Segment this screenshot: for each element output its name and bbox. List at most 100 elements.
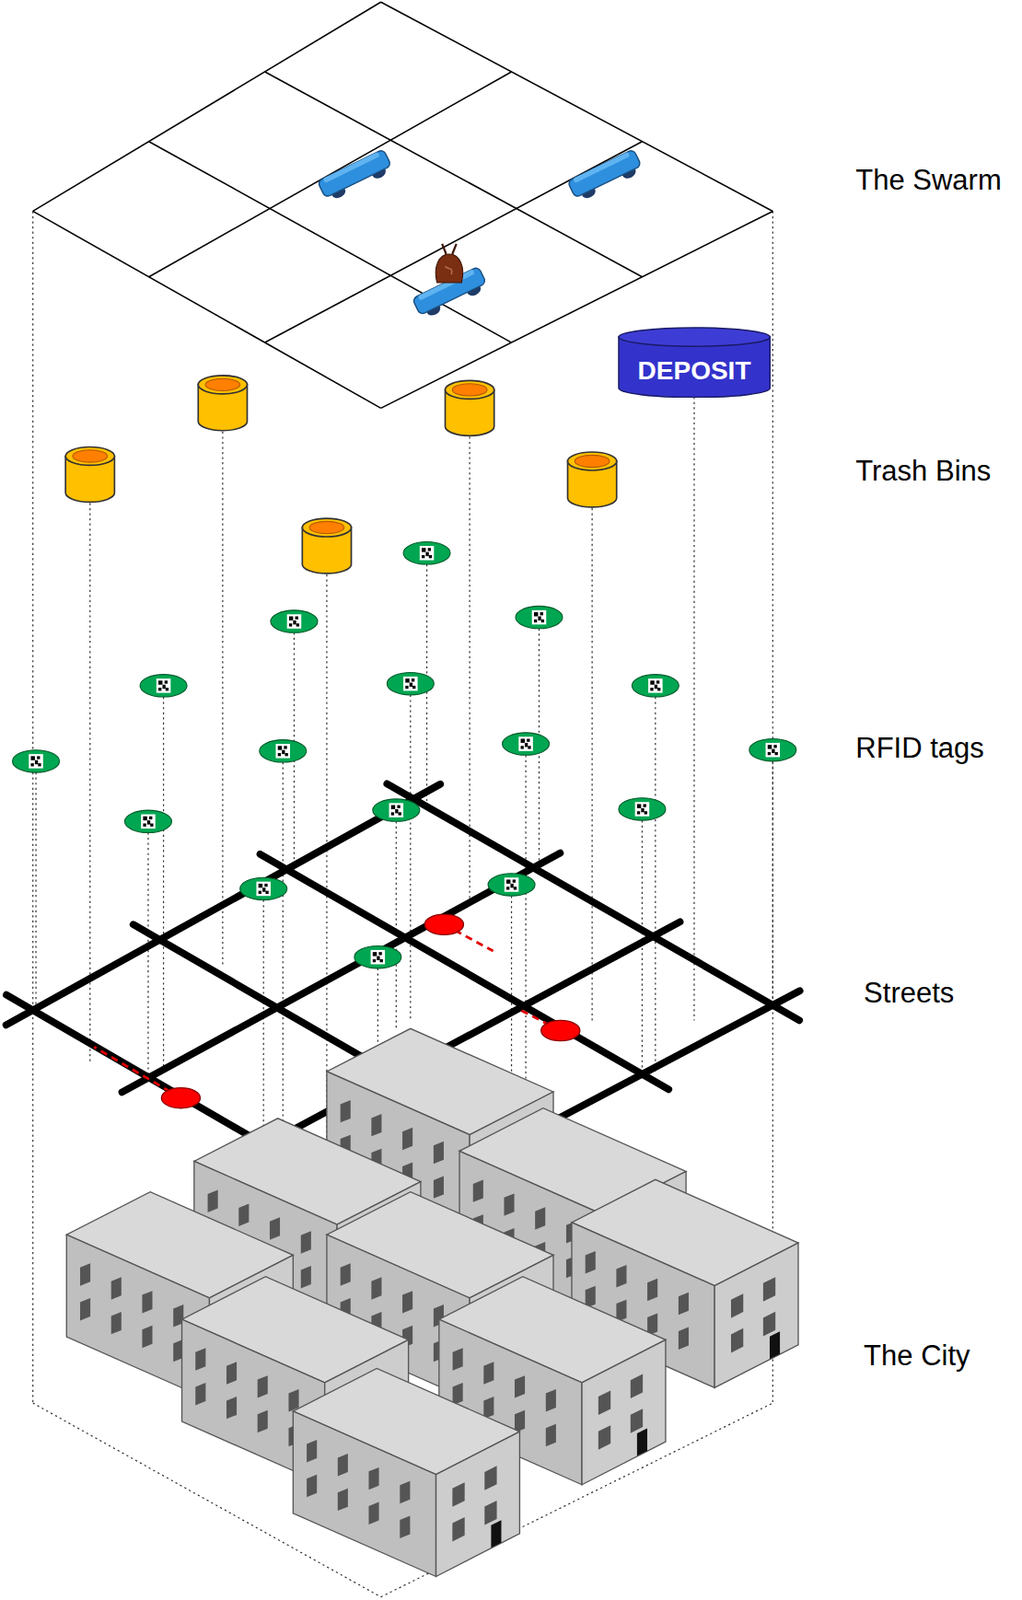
- tag-code: [255, 882, 271, 897]
- tag-code-cell: [644, 811, 648, 814]
- rfid-tag: [502, 732, 550, 755]
- robot-car: [394, 231, 489, 321]
- tag-code-cell: [149, 816, 152, 820]
- window: [452, 1517, 465, 1543]
- rfid-tag: [403, 542, 451, 565]
- leader-line: [147, 832, 149, 1081]
- tag-code: [156, 678, 172, 694]
- wall: [436, 1431, 521, 1577]
- tag-code-cell: [537, 615, 541, 620]
- tag-code: [766, 743, 781, 758]
- window: [630, 1373, 643, 1399]
- tag-code-cell: [524, 743, 528, 747]
- window: [288, 1389, 299, 1412]
- car-body: [567, 149, 641, 198]
- window: [647, 1278, 658, 1301]
- tag-code-cell: [409, 683, 413, 687]
- tag-code-cell: [534, 612, 538, 616]
- deposit-label: DEPOSIT: [617, 356, 771, 386]
- layer-label-box: The City: [863, 1339, 970, 1373]
- window: [763, 1312, 776, 1337]
- window: [340, 1100, 351, 1123]
- trash-bin: [197, 375, 247, 431]
- window: [514, 1375, 525, 1398]
- tag-code-cell: [380, 959, 384, 963]
- tag-code: [403, 676, 419, 692]
- rfid-tag: [259, 740, 307, 763]
- tag-code: [287, 614, 302, 629]
- street-line: [122, 853, 561, 1093]
- rfid-tag: [270, 610, 318, 633]
- layer-label: The City: [863, 1339, 970, 1373]
- bag-body: [435, 254, 463, 283]
- tag-code-cell: [162, 685, 165, 689]
- rfid-tag: [386, 672, 434, 695]
- grid-line: [265, 141, 643, 343]
- tag-code-cell: [637, 811, 640, 814]
- swarm-grid: [33, 1, 774, 408]
- tag-code-cell: [398, 812, 402, 815]
- leader-line: [772, 761, 774, 1006]
- obstacle-marker: [161, 1088, 200, 1109]
- leader-line: [409, 695, 411, 1022]
- tag-code-cell: [264, 883, 268, 887]
- layer-label-box: The Swarm: [855, 163, 1001, 198]
- tag-body: [12, 750, 60, 773]
- rfid-tag: [631, 674, 679, 697]
- window: [452, 1347, 464, 1371]
- window: [433, 1141, 444, 1164]
- tag-body: [139, 674, 187, 697]
- tag-code-cell: [637, 803, 641, 808]
- window: [399, 1481, 410, 1504]
- tag-code-cell: [378, 952, 382, 955]
- trash-bag: [435, 243, 463, 283]
- leader-line: [772, 210, 774, 1404]
- leader-line: [693, 392, 695, 1022]
- window: [545, 1424, 557, 1447]
- tag-code: [648, 678, 663, 694]
- tag-body: [124, 810, 172, 833]
- tag-code-cell: [506, 886, 510, 890]
- grid-line: [265, 71, 643, 278]
- leader-line: [654, 696, 656, 1072]
- tag-code-cell: [296, 623, 300, 627]
- tag-code-cell: [541, 619, 545, 623]
- tag-code-cell: [771, 749, 775, 754]
- tag-code-cell: [372, 952, 377, 956]
- window: [337, 1453, 349, 1476]
- window: [141, 1290, 152, 1313]
- door: [490, 1520, 501, 1548]
- tag-code-cell: [654, 685, 658, 689]
- tag-code-cell: [428, 547, 431, 551]
- bin-rim: [65, 446, 115, 465]
- window: [483, 1361, 494, 1384]
- tag-code-cell: [283, 745, 287, 749]
- window: [678, 1292, 689, 1315]
- tag-code-cell: [34, 760, 38, 765]
- grid-line: [149, 71, 512, 278]
- tag-code: [518, 736, 534, 752]
- tag-body: [240, 877, 288, 900]
- swarm-robots: [317, 149, 645, 321]
- tag-code-cell: [405, 685, 408, 689]
- city-buildings: [66, 1028, 799, 1577]
- tag-body: [372, 799, 420, 822]
- window: [731, 1293, 744, 1319]
- window: [484, 1500, 497, 1526]
- trash-bin: [445, 380, 495, 436]
- leader-line: [592, 508, 593, 1021]
- leader-lines: [33, 210, 774, 1597]
- tag-code-cell: [262, 887, 266, 892]
- window: [630, 1408, 643, 1434]
- bag-fold: [445, 266, 453, 275]
- robot-car: [567, 149, 644, 204]
- window: [301, 1231, 312, 1254]
- window: [80, 1298, 91, 1321]
- tag-code-cell: [521, 745, 524, 749]
- wall: [714, 1242, 799, 1388]
- tag-code: [371, 950, 386, 965]
- car-top: [323, 151, 381, 184]
- window: [238, 1203, 249, 1226]
- tag-code: [635, 801, 651, 817]
